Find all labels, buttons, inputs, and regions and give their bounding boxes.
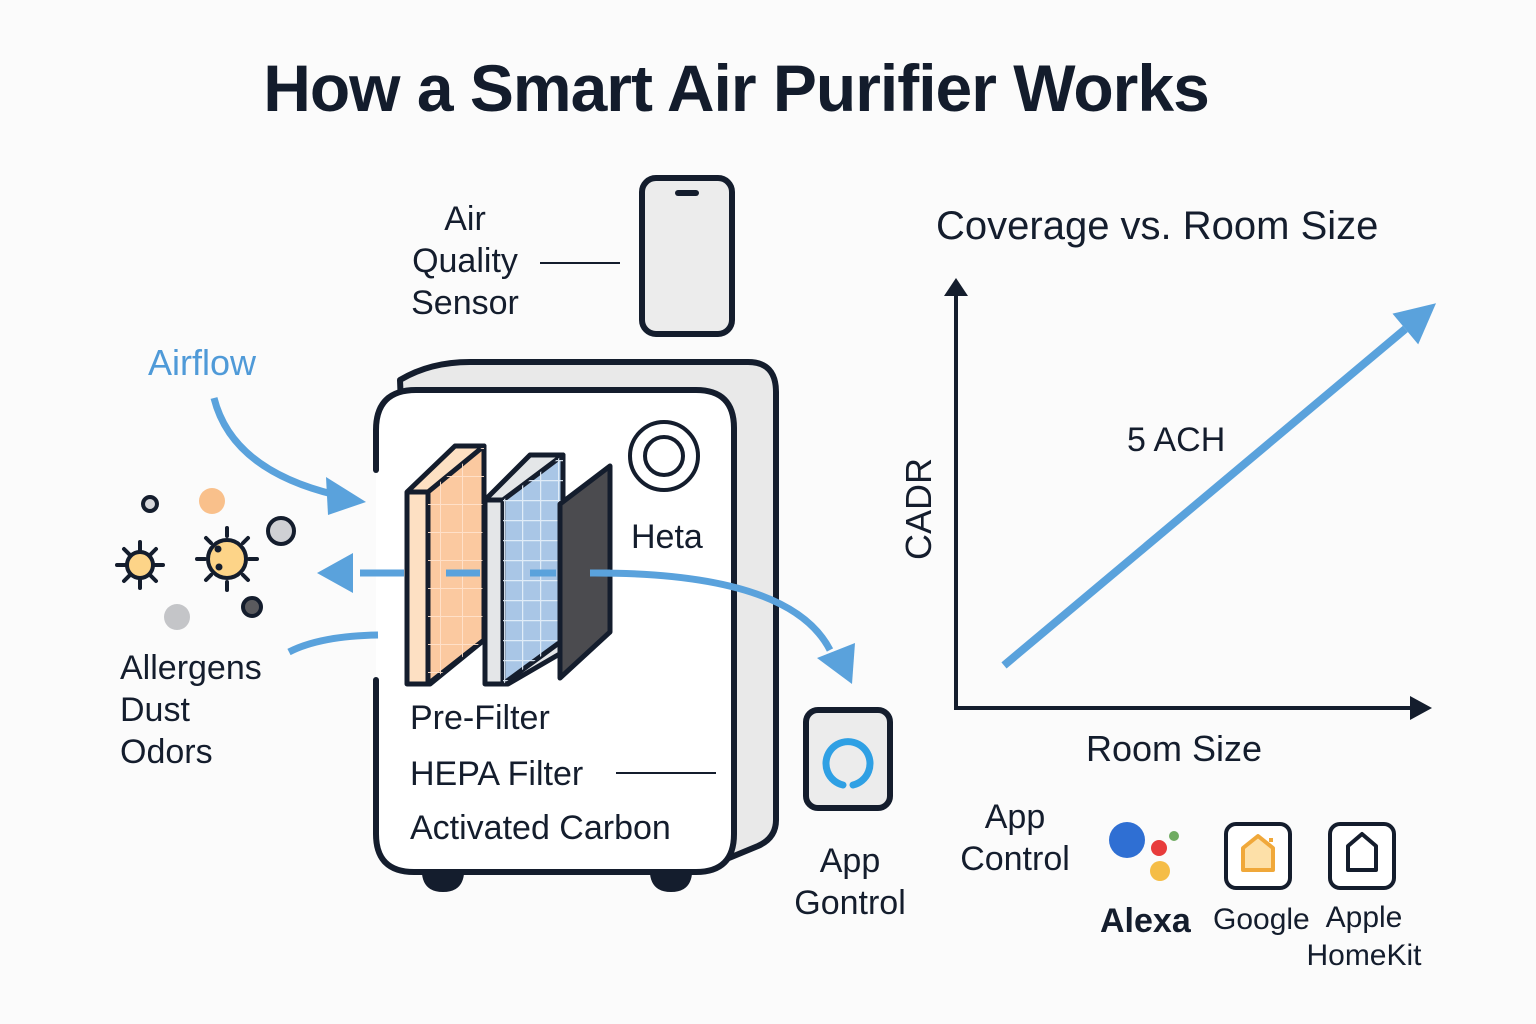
alexa-ring-icon xyxy=(803,707,893,811)
series-arrowhead-0 xyxy=(1392,303,1436,345)
clean-air-out-arrow xyxy=(317,553,353,593)
pollutant-labels: Allergens Dust Odors xyxy=(120,647,262,773)
dark-dot xyxy=(241,596,263,618)
ring-particle xyxy=(266,516,296,546)
chart-xlabel: Room Size xyxy=(1086,728,1263,769)
filter-label-carbon: Activated Carbon xyxy=(410,809,671,847)
orange-dot xyxy=(199,488,225,514)
pollen-sun-icon xyxy=(115,540,165,590)
sensor-label-line: Air xyxy=(444,200,486,238)
integration-label-apple-homekit: Apple HomeKit xyxy=(1300,899,1428,975)
label-line: HomeKit xyxy=(1306,939,1422,972)
pollutant-particles xyxy=(115,488,296,630)
small-ring-particle xyxy=(141,495,159,513)
chart-axes xyxy=(944,278,1432,720)
integration-label-alexa: Alexa xyxy=(1100,902,1191,940)
google-assistant-dots-icon xyxy=(1109,822,1179,881)
filter-label-pre-filter: Pre-Filter xyxy=(410,699,550,737)
google-home-icon xyxy=(1224,822,1292,890)
heading-line: App xyxy=(984,798,1046,836)
carbon-filter-panel xyxy=(557,463,613,681)
device-badge-label: Heta xyxy=(631,518,703,556)
pollutant-label-allergens: Allergens xyxy=(120,649,262,687)
filter-label-hepa: HEPA Filter xyxy=(410,755,584,793)
apple-homekit-icon xyxy=(1328,822,1396,890)
gray-dot xyxy=(164,604,190,630)
virus-icon xyxy=(195,526,259,592)
label-line: Gontrol xyxy=(794,884,906,922)
label-line: App xyxy=(819,842,881,880)
airflow-in-arrow xyxy=(210,397,366,515)
x-axis-arrowhead xyxy=(1410,696,1432,720)
sensor-label: Air Quality Sensor xyxy=(400,198,530,324)
intake-curve xyxy=(287,631,379,656)
heading-line: Control xyxy=(960,840,1070,878)
pollutant-label-odors: Odors xyxy=(120,733,213,771)
page-title: How a Smart Air Purifier Works xyxy=(263,51,1210,125)
series-line-0 xyxy=(1001,325,1408,669)
chart-ylabel: CADR xyxy=(898,457,939,560)
label-line: Apple xyxy=(1325,901,1403,934)
integrations-heading: App Control xyxy=(945,796,1085,880)
pre-filter-panel xyxy=(404,443,487,687)
app-control-device-label: App Gontrol xyxy=(775,840,925,924)
chart-title: Coverage vs. Room Size xyxy=(936,204,1379,248)
fan-ring-icon xyxy=(628,420,700,492)
pollutant-label-dust: Dust xyxy=(120,691,190,729)
integration-label-google: Google xyxy=(1213,903,1310,936)
sensor-label-line: Quality xyxy=(412,242,518,280)
sensor-label-line: Sensor xyxy=(411,284,519,322)
y-axis-arrowhead xyxy=(944,278,968,296)
chart-series xyxy=(1001,303,1436,669)
to-app-arrow xyxy=(589,569,855,684)
chart-annotation: 5 ACH xyxy=(1127,421,1226,459)
phone-sensor-icon xyxy=(639,175,735,337)
airflow-label: Airflow xyxy=(148,342,257,383)
